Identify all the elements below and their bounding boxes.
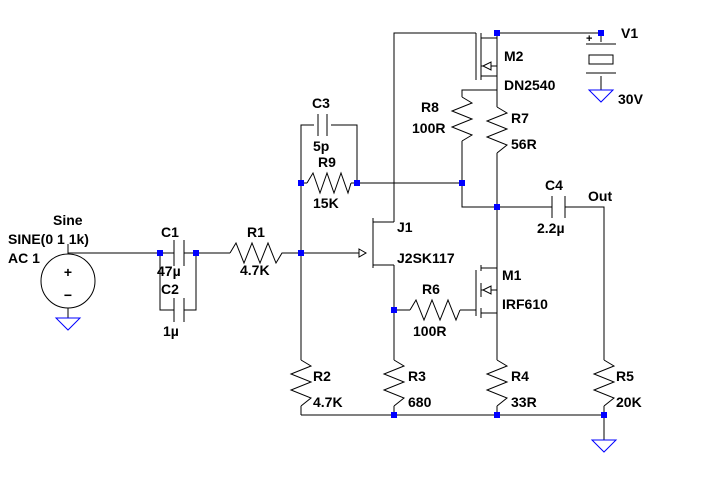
junction-dot xyxy=(298,250,304,256)
c2-name: C2 xyxy=(161,281,179,297)
source-minus: − xyxy=(64,287,72,303)
resistor-r3: R3 680 xyxy=(382,359,432,410)
r9-name: R9 xyxy=(318,154,336,170)
ground-icon-source xyxy=(54,317,82,331)
r2-name: R2 xyxy=(313,368,331,384)
r1-name: R1 xyxy=(247,224,265,240)
junction-dot xyxy=(598,30,604,36)
resistor-r4: R4 33R xyxy=(485,359,537,410)
source-plus: + xyxy=(64,264,72,280)
battery-plus: + xyxy=(586,33,592,45)
sine-source: + − Sine SINE(0 1 1k) AC 1 xyxy=(8,212,96,331)
battery-value: 30V xyxy=(618,91,644,107)
jfet-j1: J1 J2SK117 xyxy=(358,218,455,268)
r6-value: 100R xyxy=(413,323,446,339)
r7-value: 56R xyxy=(511,136,537,152)
wire-feedback-right xyxy=(331,124,358,183)
capacitor-c1: C1 47µ xyxy=(157,224,185,279)
mosfet-m2: M2 DN2540 xyxy=(475,33,556,93)
mosfet-m1: M1 IRF610 xyxy=(475,258,548,318)
resistor-r8: R8 100R xyxy=(412,96,474,142)
wire-m2-source xyxy=(461,80,498,107)
source-ac: AC 1 xyxy=(8,250,40,266)
m2-value: DN2540 xyxy=(504,77,556,93)
junction-dot xyxy=(494,412,500,418)
junction-dot xyxy=(354,180,360,186)
j1-name: J1 xyxy=(397,219,413,235)
r3-value: 680 xyxy=(408,394,432,410)
source-name: Sine xyxy=(53,212,83,228)
r5-name: R5 xyxy=(616,368,634,384)
resistor-r7: R7 56R xyxy=(485,106,537,154)
wire-c1c2-right xyxy=(184,253,197,311)
capacitor-c2: C2 1µ xyxy=(161,281,185,339)
c4-value: 2.2µ xyxy=(537,220,565,236)
resistor-r9: R9 15K xyxy=(306,154,352,211)
j1-value: J2SK117 xyxy=(397,250,455,266)
r8-name: R8 xyxy=(421,99,439,115)
c3-name: C3 xyxy=(312,95,330,111)
junction-dot xyxy=(298,180,304,186)
wire-source-top xyxy=(67,244,160,254)
junction-dot xyxy=(157,250,163,256)
r9-value: 15K xyxy=(313,195,339,211)
resistor-r1: R1 4.7K xyxy=(229,224,286,278)
junction-dot xyxy=(391,412,397,418)
source-value: SINE(0 1 1k) xyxy=(8,231,89,247)
wire-j1-drain xyxy=(393,32,476,222)
c1-name: C1 xyxy=(161,224,179,240)
c1-value: 47µ xyxy=(157,263,181,279)
m1-name: M1 xyxy=(502,267,522,283)
r4-name: R4 xyxy=(511,368,529,384)
junction-dot xyxy=(459,180,465,186)
r4-value: 33R xyxy=(511,394,537,410)
wire-r8-down xyxy=(461,141,497,208)
junctions xyxy=(157,30,607,418)
junction-dot xyxy=(494,204,500,210)
capacitor-c4: C4 2.2µ xyxy=(537,177,566,236)
wire-c1c2-left xyxy=(159,253,174,311)
junction-dot xyxy=(494,30,500,36)
ground-icon-battery xyxy=(587,89,615,103)
c4-name: C4 xyxy=(545,177,563,193)
ground-icon-output xyxy=(590,439,618,453)
battery-v1: + V1 30V xyxy=(586,25,644,107)
wire-feedback-left xyxy=(300,124,314,253)
r3-name: R3 xyxy=(408,368,426,384)
r2-value: 4.7K xyxy=(313,394,343,410)
c2-value: 1µ xyxy=(163,323,179,339)
m2-name: M2 xyxy=(504,48,524,64)
c3-value: 5p xyxy=(313,138,329,154)
r1-value: 4.7K xyxy=(240,262,270,278)
resistor-r5: R5 20K xyxy=(592,359,642,410)
r5-value: 20K xyxy=(616,394,642,410)
r6-name: R6 xyxy=(422,281,440,297)
r8-value: 100R xyxy=(412,120,445,136)
junction-dot xyxy=(391,307,397,313)
r7-name: R7 xyxy=(511,110,529,126)
capacitor-c3: C3 5p xyxy=(312,95,330,154)
output-label: Out xyxy=(588,188,612,204)
m1-value: IRF610 xyxy=(502,296,548,312)
wire-ground-bus xyxy=(301,414,605,440)
resistor-r2: R2 4.7K xyxy=(289,359,343,410)
battery-name: V1 xyxy=(621,25,638,41)
junction-dot xyxy=(601,412,607,418)
junction-dot xyxy=(193,250,199,256)
resistor-r6: R6 100R xyxy=(409,281,461,339)
